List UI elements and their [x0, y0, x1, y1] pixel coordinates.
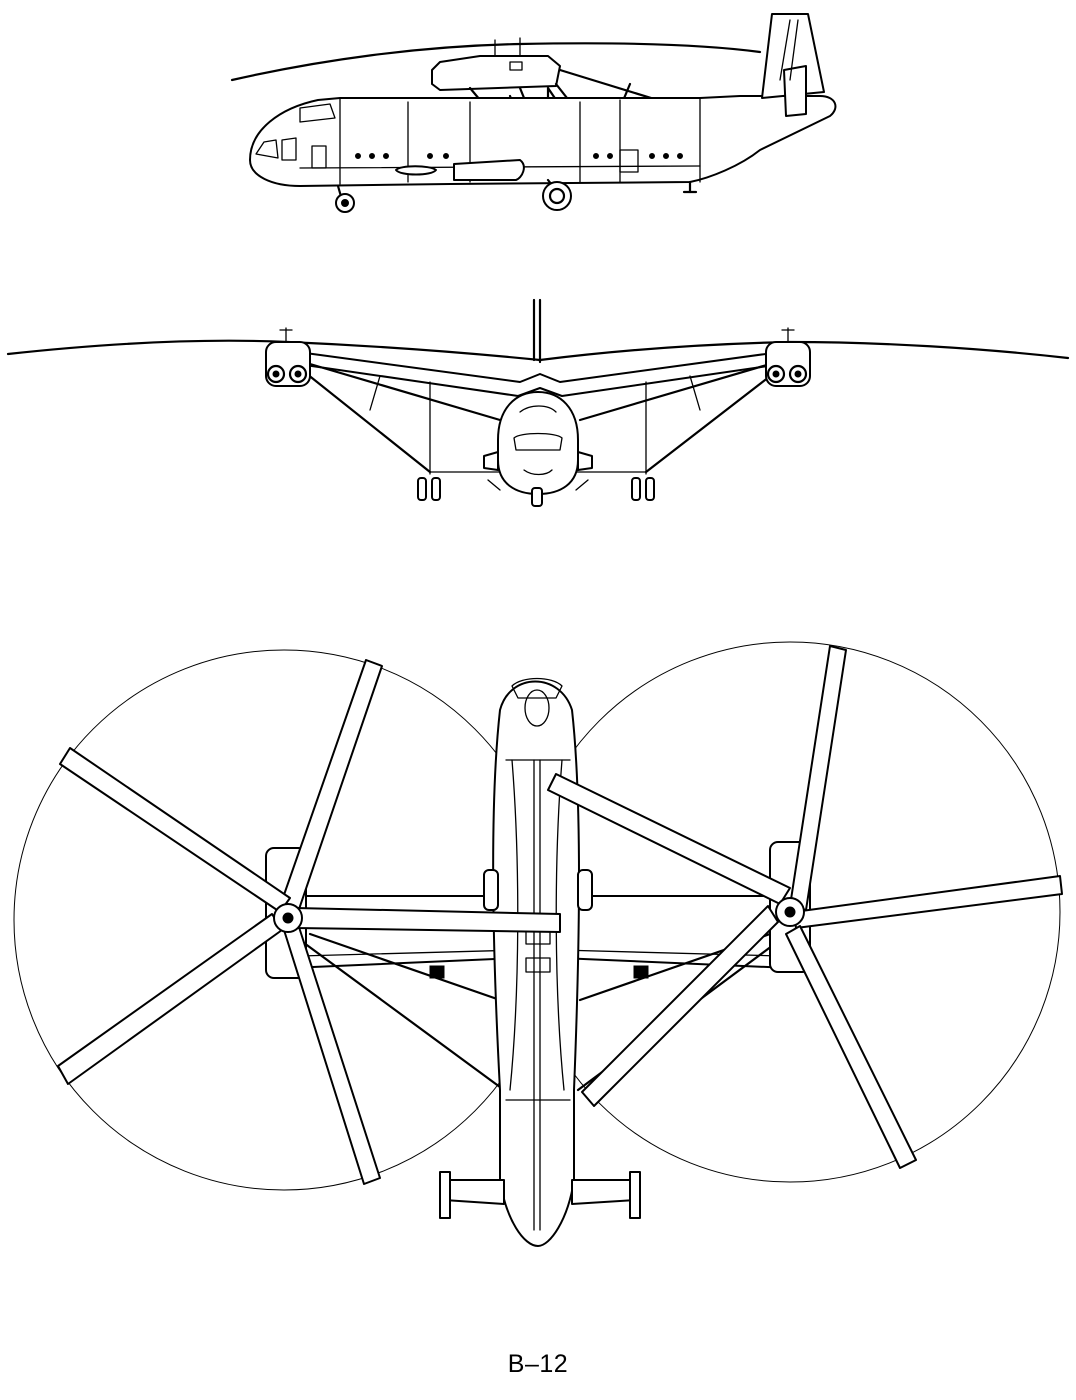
- front-fin: [532, 298, 542, 364]
- right-blade-5: [547, 773, 791, 905]
- side-tailplane-endplate: [783, 65, 807, 117]
- front-right-nacelle: [765, 327, 811, 387]
- front-cockpit-glazing: [513, 432, 563, 451]
- side-cockpit-window: [255, 137, 297, 161]
- side-crew-door: [311, 145, 327, 169]
- front-chin: [523, 469, 553, 476]
- side-engine-nacelle: [431, 55, 561, 91]
- left-blade-3: [57, 913, 283, 1085]
- top-hatch-rear: [525, 957, 551, 973]
- top-fuselage-frames: [505, 759, 571, 1101]
- front-strut-bracing: [369, 375, 701, 475]
- side-fuel-tank-rear: [453, 159, 525, 181]
- front-cabin-top: [519, 405, 557, 413]
- front-rotor-blades: [6, 339, 1070, 362]
- right-blade-2: [793, 875, 1063, 929]
- side-fuselage: [249, 95, 837, 187]
- front-fuselage: [497, 391, 579, 495]
- front-landing-gear: [417, 477, 655, 507]
- top-view: [13, 641, 1063, 1247]
- top-right-rotor-blades: [547, 645, 1063, 1169]
- top-gear-fairings: [429, 965, 649, 979]
- top-right-endplate: [629, 1171, 641, 1219]
- right-blade-1: [789, 645, 847, 911]
- side-view: [230, 13, 837, 213]
- side-upper-glazing: [299, 103, 336, 123]
- left-blade-2: [59, 747, 291, 913]
- left-blade-1: [277, 659, 383, 919]
- side-fuel-tank-front: [395, 165, 437, 176]
- top-fuselage: [492, 680, 580, 1247]
- side-cargo-door: [619, 149, 639, 173]
- top-left-endplate: [439, 1171, 451, 1219]
- top-cockpit-canopy: [524, 689, 550, 727]
- top-left-pod: [483, 869, 499, 911]
- side-panel-lines: [339, 97, 701, 185]
- side-nacelle-hatch: [509, 61, 523, 71]
- front-view: [6, 298, 1070, 507]
- front-wing-struts: [300, 362, 780, 474]
- top-spine-lines: [533, 759, 541, 1231]
- side-fin-ribs: [779, 19, 799, 81]
- right-blade-4: [581, 905, 779, 1107]
- top-cockpit-glazing: [511, 677, 563, 699]
- top-left-rotor-blades: [57, 659, 561, 1185]
- front-side-tanks: [483, 451, 593, 471]
- front-left-nacelle: [265, 327, 311, 387]
- top-right-pod: [577, 869, 593, 911]
- figure-caption: B–12: [507, 1350, 569, 1378]
- side-portholes: [355, 153, 683, 159]
- side-main-wheel: [542, 181, 572, 211]
- right-blade-3: [785, 925, 917, 1169]
